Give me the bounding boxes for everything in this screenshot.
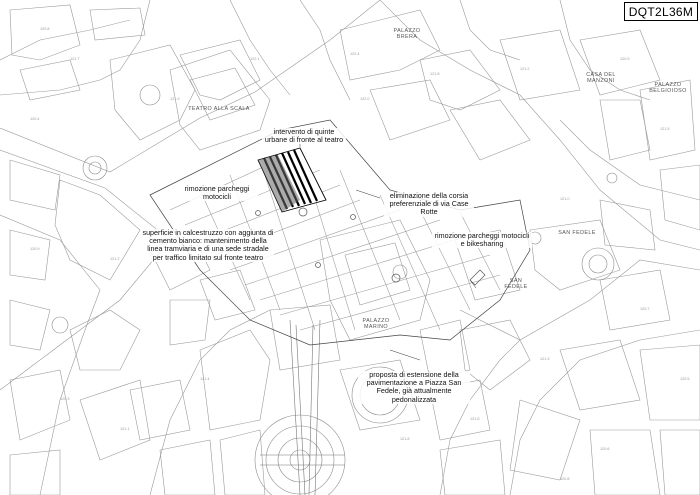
sheet-code: DQT2L36M: [624, 2, 698, 21]
svg-text:120.5: 120.5: [680, 377, 690, 381]
elevation-marks: 120.8 121.7 120.4 121.9 122.1 122.4 121.8 121…: [30, 27, 690, 481]
svg-text:120.6: 120.6: [600, 447, 610, 451]
svg-text:120.3: 120.3: [60, 397, 70, 401]
annotation-quinte: intervento di quinte urbane di fronte al…: [262, 127, 346, 145]
svg-text:121.5: 121.5: [660, 127, 670, 131]
svg-text:121.2: 121.2: [520, 67, 530, 71]
svg-text:121.8: 121.8: [430, 72, 440, 76]
svg-text:121.3: 121.3: [540, 357, 550, 361]
svg-text:121.2: 121.2: [110, 257, 120, 261]
svg-text:121.6: 121.6: [470, 417, 480, 421]
place-brera: PALAZZO BRERA: [393, 28, 421, 41]
svg-text:122.1: 122.1: [250, 57, 260, 61]
place-manzoni: CASA DEL MANZONI: [586, 72, 616, 85]
annotation-parcheggi-left: rimozione parcheggi motocicli: [176, 184, 258, 202]
svg-text:121.7: 121.7: [70, 57, 80, 61]
svg-text:120.7: 120.7: [640, 307, 650, 311]
galleria: [260, 319, 345, 495]
svg-text:120.4: 120.4: [30, 117, 40, 121]
svg-text:121.1: 121.1: [120, 427, 130, 431]
svg-text:120.8: 120.8: [560, 477, 570, 481]
piazza-grid: [149, 119, 531, 346]
svg-text:121.9: 121.9: [170, 97, 180, 101]
annotation-superficie: superficie in calcestruzzo con aggiunta …: [142, 228, 274, 262]
svg-text:120.9: 120.9: [620, 57, 630, 61]
svg-text:120.9: 120.9: [30, 247, 40, 251]
svg-text:121.8: 121.8: [400, 437, 410, 441]
site-markers: [255, 207, 486, 286]
place-san-fedele: SAN FEDELE: [558, 230, 596, 236]
svg-text:121.4: 121.4: [200, 377, 210, 381]
svg-text:120.8: 120.8: [40, 27, 50, 31]
place-palazzo-marino: PALAZZO MARINO: [362, 318, 390, 331]
svg-text:122.4: 122.4: [350, 52, 360, 56]
place-belgioioso: PALAZZO BELGIOIOSO: [649, 82, 687, 95]
round-features: [51, 84, 618, 495]
annotation-parcheggi-right: rimozione parcheggi motocicli e bikeshar…: [432, 231, 532, 249]
place-teatro: TEATRO ALLA SCALA: [188, 106, 250, 112]
annotation-estensione: proposta di estensione della pavimentazi…: [358, 370, 470, 404]
quinte-hatch: [257, 147, 327, 213]
svg-text:122.0: 122.0: [360, 97, 370, 101]
place-san-fedele-church: SAN FEDELE: [504, 278, 528, 291]
leader-lines: [299, 142, 477, 361]
svg-text:121.0: 121.0: [560, 197, 570, 201]
annotation-corsia: eliminazione della corsia preferenziale …: [384, 191, 474, 217]
